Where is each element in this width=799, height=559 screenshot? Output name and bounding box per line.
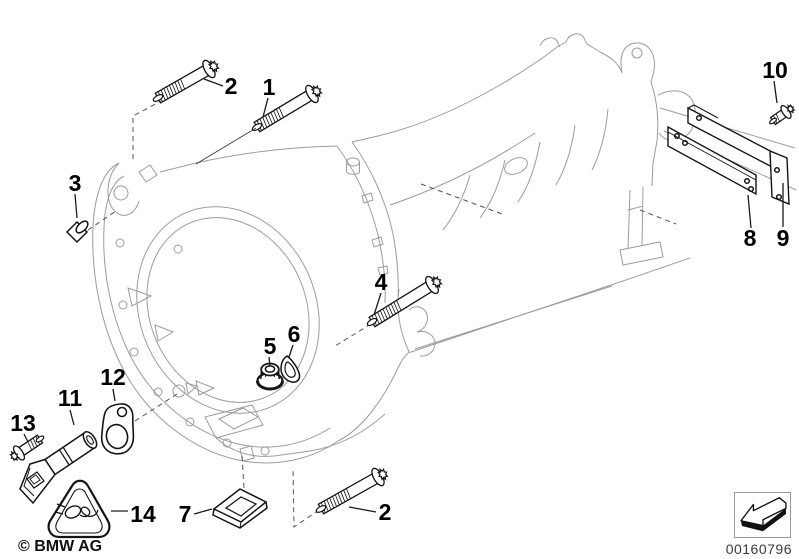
callout-6[interactable]: 6 (288, 321, 301, 347)
part-13-bolt (9, 434, 45, 462)
part-4-bolt (366, 275, 443, 328)
callout-2-bottom[interactable]: 2 (379, 499, 392, 525)
transmission-line-art (92, 33, 797, 464)
part-8-plate (667, 125, 757, 196)
assembly-axis-lines (87, 99, 677, 528)
part-6-clip (280, 355, 301, 383)
callout-7[interactable]: 7 (179, 501, 192, 527)
part-12-gasket (100, 403, 135, 455)
callout-14[interactable]: 14 (130, 501, 156, 527)
copyright: © BMW AG (18, 538, 103, 555)
part-5-flange-nut (256, 362, 284, 391)
callout-1[interactable]: 1 (263, 74, 276, 100)
callout-3[interactable]: 3 (69, 170, 82, 196)
back-arrow-icon[interactable] (734, 492, 791, 538)
part-10-bolt (768, 103, 796, 126)
callout-13[interactable]: 13 (10, 410, 36, 436)
callout-4[interactable]: 4 (375, 269, 388, 295)
image-number: 00160796 (725, 541, 792, 557)
electric-plug-icon (54, 503, 99, 519)
callout-8[interactable]: 8 (744, 225, 757, 251)
part-2-bolt-bottom (315, 467, 389, 515)
part-7-cover (212, 488, 268, 529)
callout-12[interactable]: 12 (100, 364, 126, 390)
part-14-warning-triangle (47, 479, 111, 539)
part-9-plate (687, 104, 790, 206)
callout-5[interactable]: 5 (264, 333, 277, 359)
callout-9[interactable]: 9 (777, 225, 790, 251)
callout-11[interactable]: 11 (58, 385, 83, 411)
callout-10[interactable]: 10 (762, 57, 788, 83)
callout-2-top[interactable]: 2 (225, 73, 238, 99)
leader-lines (23, 78, 784, 515)
part-2-bolt-top (152, 59, 220, 104)
part-11-sensor (19, 431, 98, 505)
part-1-bolt (251, 84, 323, 133)
part-3-sleeve (65, 220, 89, 244)
